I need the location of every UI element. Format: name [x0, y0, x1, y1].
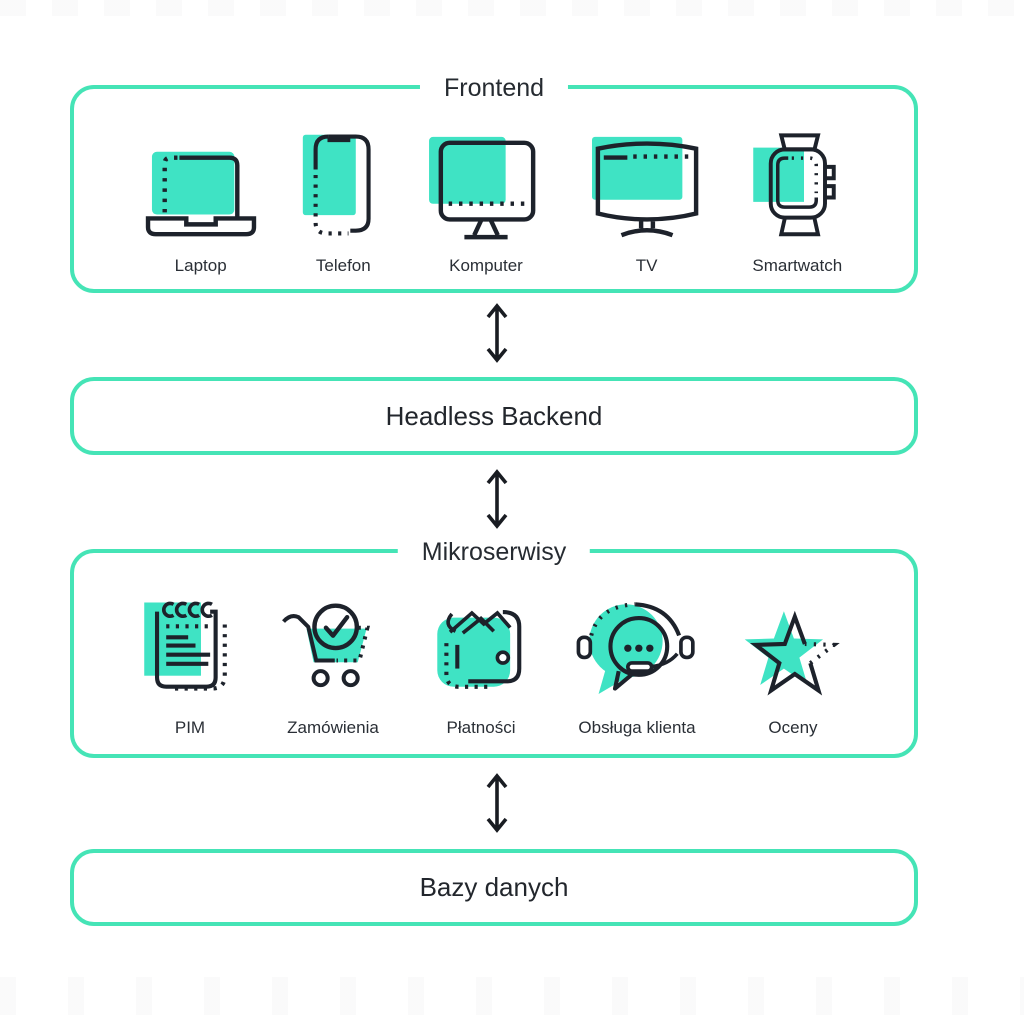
double-arrow-icon — [486, 773, 508, 833]
databases-title: Bazy danych — [419, 872, 569, 902]
microservice-item-payments: Płatności — [426, 595, 536, 738]
microservices-items-row: PIM Zamówienia — [74, 595, 914, 738]
frontend-item-smartwatch: Smartwatch — [748, 123, 846, 276]
desktop-icon — [427, 123, 545, 243]
item-label: Obsługa klienta — [578, 718, 696, 737]
item-label: Zamówienia — [287, 718, 379, 737]
microservice-item-pim: PIM — [140, 595, 240, 738]
double-arrow-icon — [486, 469, 508, 529]
frontend-item-laptop: Laptop — [142, 123, 260, 276]
headless-backend-title: Headless Backend — [385, 400, 603, 431]
phone-icon — [301, 123, 385, 243]
item-label: Laptop — [174, 256, 227, 275]
smartwatch-icon — [748, 123, 846, 243]
bottom-edge-pattern — [0, 977, 1024, 1015]
star-icon — [738, 595, 848, 705]
databases-panel: Bazy danych — [70, 849, 918, 926]
microservice-item-ratings: Oceny — [738, 595, 848, 738]
frontend-item-phone: Telefon — [301, 123, 385, 276]
tv-icon — [587, 123, 707, 243]
wallet-icon — [426, 595, 536, 705]
microservice-item-support: Obsługa klienta — [576, 595, 698, 738]
headless-backend-panel: Headless Backend — [70, 377, 918, 455]
frontend-item-desktop: Komputer — [427, 123, 545, 276]
frontend-items-row: Laptop Telefon — [74, 123, 914, 276]
top-edge-pattern — [0, 0, 1024, 16]
frontend-panel: Frontend Laptop — [70, 70, 918, 293]
double-arrow-icon — [486, 303, 508, 363]
item-label: Telefon — [315, 256, 371, 275]
item-label: Smartwatch — [752, 256, 843, 275]
microservice-item-orders: Zamówienia — [280, 595, 386, 738]
cart-check-icon — [280, 595, 386, 705]
notepad-icon — [140, 595, 240, 705]
item-label: Płatności — [446, 718, 516, 737]
frontend-item-tv: TV — [587, 123, 707, 276]
microservices-title: Mikroserwisy — [397, 534, 591, 570]
microservices-panel: Mikroserwisy PIM — [70, 534, 918, 758]
item-label: Komputer — [449, 256, 523, 275]
laptop-icon — [142, 123, 260, 243]
support-headset-icon — [576, 595, 698, 705]
item-label: PIM — [174, 718, 206, 737]
item-label: TV — [635, 256, 658, 275]
item-label: Oceny — [768, 718, 818, 737]
frontend-title: Frontend — [419, 70, 569, 106]
